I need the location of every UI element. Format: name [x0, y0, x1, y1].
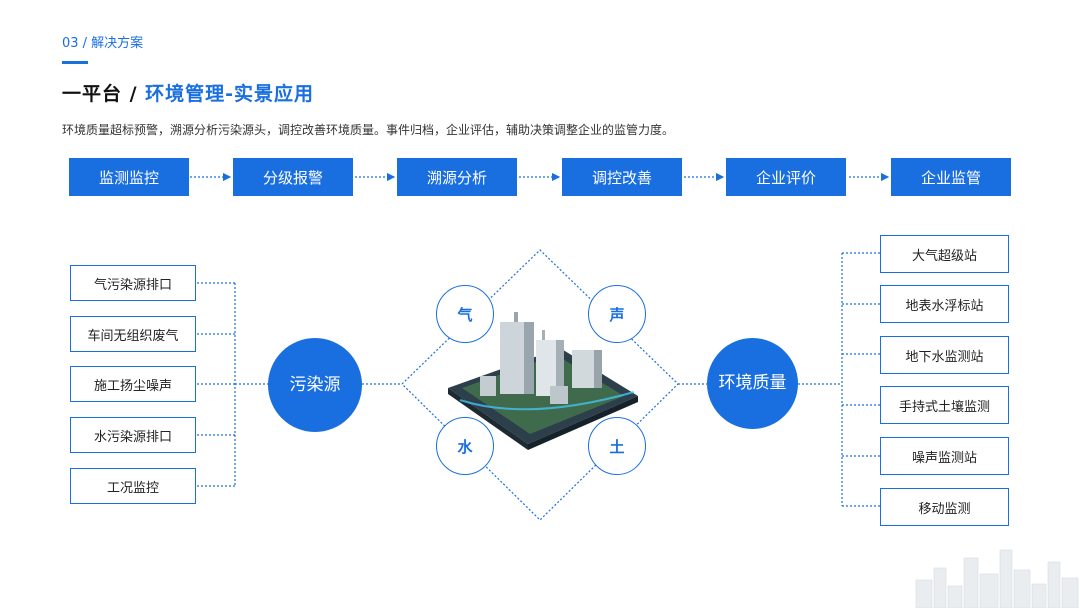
page-title: 一平台 / 环境管理-实景应用: [62, 79, 314, 106]
section-label: 03 / 解决方案: [62, 36, 144, 51]
hub-line-2: 质量: [752, 373, 787, 393]
hub-line-1: 环境: [718, 373, 753, 393]
section-accent-line: [62, 61, 88, 64]
element-air-icon: 气: [436, 285, 494, 343]
element-soil-icon: 土: [588, 417, 646, 475]
flow-step-alarm: 分级报警: [233, 158, 353, 196]
element-water-icon: 水: [436, 417, 494, 475]
source-box-construction-dust: 施工扬尘噪声: [70, 366, 196, 402]
flow-step-monitoring: 监测监控: [69, 158, 189, 196]
source-box-condition-monitor: 工况监控: [70, 468, 196, 504]
source-box-air-outlet: 气污染源排口: [70, 265, 196, 301]
title-prefix: 一平台 /: [62, 83, 146, 105]
skyline-decoration: [915, 549, 1079, 608]
page-subtitle: 环境质量超标预警，溯源分析污染源头，调控改善环境质量。事件归档，企业评估，辅助决…: [62, 123, 675, 137]
city-model-illustration: [448, 312, 638, 450]
station-box-noise: 噪声监测站: [880, 437, 1009, 475]
flow-step-regulation: 调控改善: [562, 158, 682, 196]
element-sound-icon: 声: [588, 285, 646, 343]
source-box-workshop-gas: 车间无组织废气: [70, 316, 196, 352]
flow-step-supervision: 企业监管: [891, 158, 1011, 196]
flow-step-tracing: 溯源分析: [397, 158, 517, 196]
environment-quality-hub: 环境质量: [707, 338, 798, 429]
flow-step-evaluation: 企业评价: [726, 158, 846, 196]
station-box-surface-water: 地表水浮标站: [880, 285, 1009, 323]
station-box-groundwater: 地下水监测站: [880, 336, 1009, 374]
station-box-soil: 手持式土壤监测: [880, 386, 1009, 424]
title-highlight: 环境管理-实景应用: [145, 83, 315, 105]
station-box-air: 大气超级站: [880, 235, 1009, 273]
pollution-source-hub: 污染源: [268, 338, 362, 432]
source-box-water-outlet: 水污染源排口: [70, 417, 196, 453]
station-box-mobile: 移动监测: [880, 488, 1009, 526]
